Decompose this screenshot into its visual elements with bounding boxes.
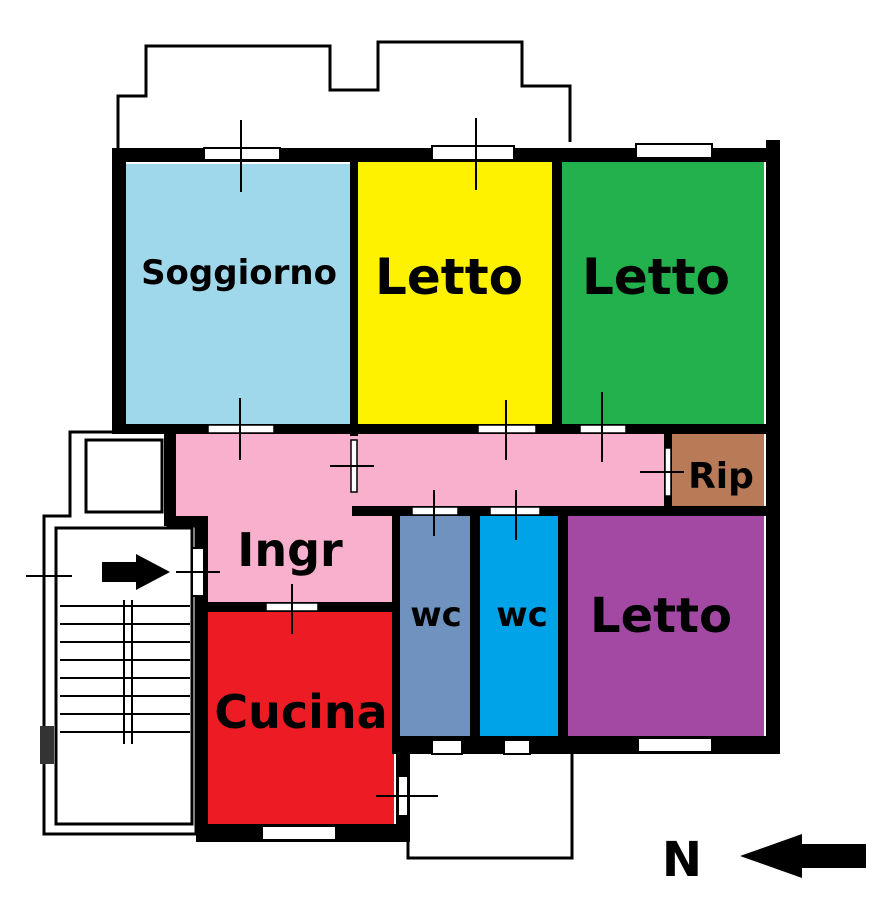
- north-arrow-icon: [740, 834, 866, 878]
- entrance-arrow-icon: [102, 554, 170, 590]
- label-wc-1: wc: [410, 595, 462, 635]
- door-ticks: [176, 118, 684, 797]
- room-ripostiglio: [672, 434, 764, 506]
- label-soggiorno: Soggiorno: [141, 253, 337, 293]
- room-ingresso: [176, 434, 664, 602]
- compass-label: N: [662, 832, 702, 888]
- room-wc-2: [480, 516, 558, 736]
- room-wc-1: [400, 516, 470, 736]
- label-cucina: Cucina: [214, 685, 387, 739]
- room-cucina: [208, 612, 394, 824]
- label-ripostiglio: Rip: [688, 456, 754, 497]
- balcony-bottom: [406, 752, 574, 860]
- label-ingresso: Ingr: [237, 523, 343, 577]
- label-wc-2: wc: [496, 595, 548, 635]
- room-soggiorno: [126, 164, 350, 426]
- balcony-top: [116, 40, 572, 148]
- label-letto-green: Letto: [582, 248, 730, 306]
- room-letto-yellow: [358, 162, 552, 426]
- room-letto-green: [562, 158, 764, 424]
- room-letto-purple: [568, 516, 764, 736]
- label-letto-yellow: Letto: [375, 248, 523, 306]
- windows: [191, 143, 713, 841]
- label-letto-purple: Letto: [590, 588, 732, 644]
